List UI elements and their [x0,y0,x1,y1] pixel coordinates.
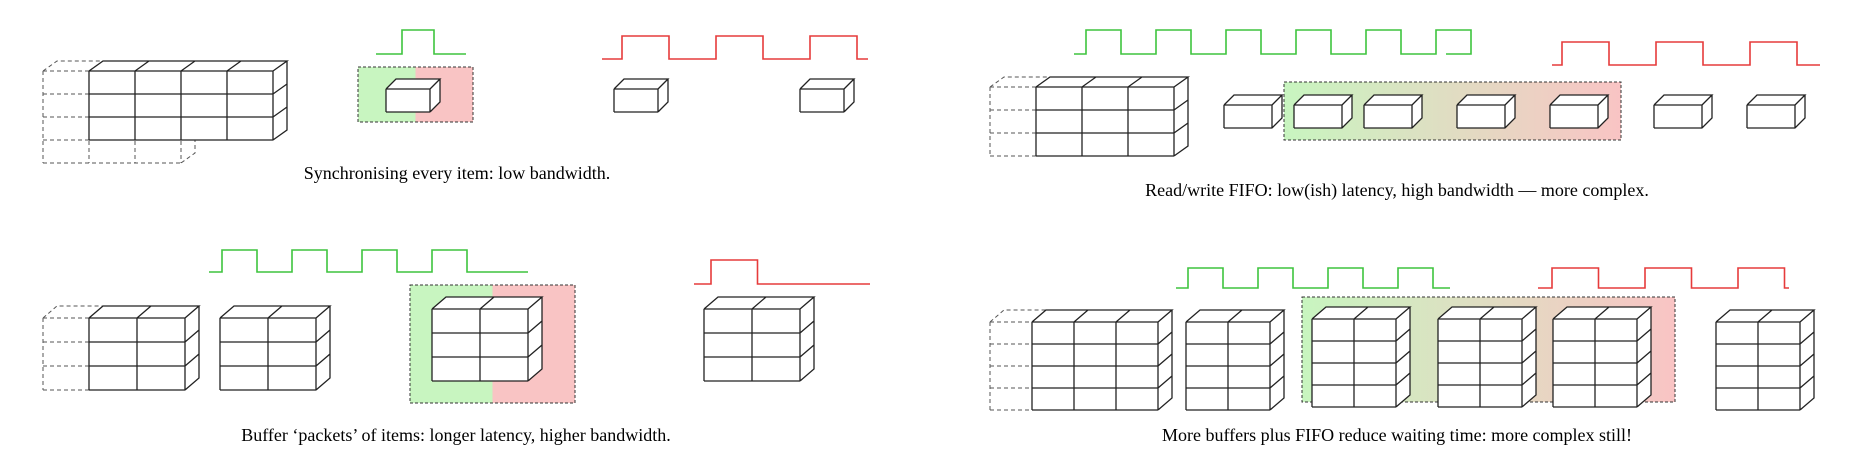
write-clock-p4 [1176,267,1450,289]
fifo-buffer-1-p4 [1311,306,1412,408]
packet-transfer-p3 [431,296,544,382]
packet-received-p3 [703,296,816,382]
write-clock-p1 [376,29,466,55]
read-clock-p3 [694,259,870,285]
source-stack-p2 [1035,76,1191,157]
received-item-2-p1 [799,78,856,113]
buffer-1-p4 [1185,309,1286,411]
fifo-buffer-2-p4 [1437,306,1538,408]
fifo-item-1-p2 [1293,94,1354,129]
write-clock-p2 [1074,29,1472,55]
read-clock-p4 [1538,267,1789,289]
output-item-1-p2 [1653,94,1714,129]
output-buffer-p4 [1715,309,1816,411]
fifo-item-3-p2 [1456,94,1517,129]
fifo-buffer-3-p4 [1552,306,1653,408]
source-stack-p3 [88,305,201,391]
transfer-item-p1 [385,78,442,113]
source-stack-p4 [1031,309,1174,411]
caption-read-write-fifo: Read/write FIFO: low(ish) latency, high … [1145,180,1649,200]
packet-1-p3 [219,305,332,391]
read-clock-p2 [1552,41,1820,66]
read-clock-p1 [602,35,868,60]
fifo-item-4-p2 [1549,94,1610,129]
received-item-1-p1 [613,78,670,113]
fifo-item-2-p2 [1363,94,1424,129]
caption-more-buffers-fifo: More buffers plus FIFO reduce waiting ti… [1161,425,1633,445]
source-stack-p1 [88,60,290,141]
output-item-2-p2 [1746,94,1807,129]
fifo-entry-item-p2 [1223,94,1284,129]
write-clock-p3 [209,249,528,273]
caption-sync-every-item: Synchronising every item: low bandwidth. [303,163,611,183]
caption-buffer-packets: Buffer ‘packets’ of items: longer latenc… [241,425,671,445]
